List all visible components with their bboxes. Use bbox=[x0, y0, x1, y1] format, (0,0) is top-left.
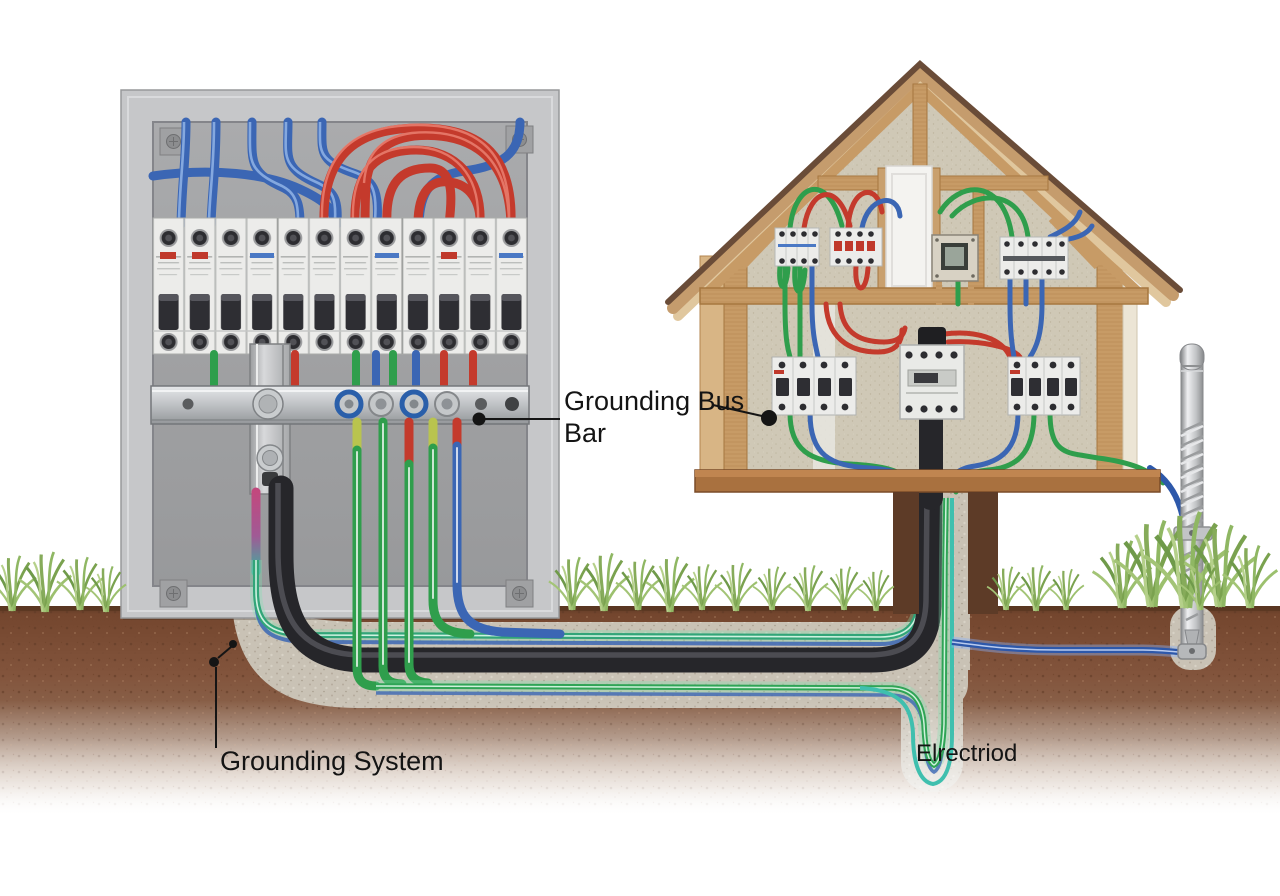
breaker-to-bus-wires bbox=[210, 350, 477, 392]
grass-right-gap bbox=[985, 564, 1085, 613]
breaker-modules bbox=[152, 217, 528, 355]
attic-door bbox=[877, 165, 941, 293]
red-jumper-wires bbox=[319, 123, 516, 229]
bus-terminals bbox=[334, 389, 519, 419]
cable-gland bbox=[918, 327, 946, 349]
attic-breaker-module-red bbox=[829, 227, 883, 267]
underground-cables bbox=[250, 417, 1189, 787]
bus-bar-label-line2: Bar bbox=[564, 418, 606, 448]
brace-left bbox=[738, 214, 792, 270]
label-bus-bar: Grounding Bus Bar bbox=[472, 386, 777, 448]
grounding-system-tick bbox=[217, 646, 232, 659]
label-electrode: Elrectriod bbox=[916, 740, 1017, 767]
breaker-row bbox=[152, 217, 528, 355]
ground-wire-blue-to-rod bbox=[951, 636, 1189, 659]
attic-meter bbox=[931, 234, 979, 305]
electrode-label: Elrectriod bbox=[916, 740, 1017, 767]
incoming-blue-wires bbox=[148, 117, 525, 229]
breaker-window bbox=[914, 373, 938, 383]
foundation-pier-right bbox=[968, 492, 998, 614]
teal-dip-wire bbox=[859, 498, 954, 787]
panel-frame-bevel bbox=[127, 96, 553, 612]
attic-floor-beam bbox=[699, 287, 1149, 305]
label-grounding-system: Grounding System bbox=[209, 640, 444, 776]
grounding-system-dot bbox=[209, 657, 219, 667]
bus-bar-leader-right bbox=[712, 404, 763, 417]
grass-mid bbox=[547, 551, 895, 614]
breaker-row-divider bbox=[153, 330, 527, 332]
grounding-system-dot-top bbox=[229, 640, 237, 648]
main-breaker bbox=[899, 327, 965, 420]
floor-plank bbox=[694, 469, 1161, 493]
grass-left-edge bbox=[0, 550, 128, 614]
soil-bottom-fade bbox=[0, 700, 1280, 818]
electrical-panel bbox=[120, 89, 560, 620]
labels: Grounding Bus Bar Grounding System Elrec… bbox=[209, 386, 1017, 776]
roof-edge bbox=[665, 59, 1183, 305]
breaker-group-right bbox=[1007, 356, 1081, 416]
rod-cap bbox=[1179, 343, 1205, 371]
foundation-pier-left bbox=[893, 492, 919, 614]
attic-breaker-module-right bbox=[999, 236, 1069, 280]
bus-hole bbox=[182, 398, 194, 410]
bus-bar-label-line1: Grounding Bus bbox=[564, 386, 744, 416]
attic-wires bbox=[777, 187, 1095, 307]
breaker-brand-chips bbox=[160, 252, 523, 259]
bus-bar-dot-left bbox=[472, 412, 486, 426]
attic-breaker-module-left bbox=[774, 227, 820, 267]
underground-rod-connection bbox=[1177, 643, 1207, 660]
brace-right bbox=[1048, 214, 1102, 270]
grounding-bus-bar bbox=[150, 385, 530, 425]
bus-main-bolt bbox=[252, 388, 284, 420]
breaker-group-left bbox=[771, 356, 857, 416]
grounding-system-label: Grounding System bbox=[220, 746, 444, 776]
ground-wire-green-bottom bbox=[375, 497, 954, 787]
rail-bolt bbox=[256, 444, 284, 472]
bus-bar-dot-right bbox=[761, 410, 777, 426]
house bbox=[665, 59, 1196, 614]
